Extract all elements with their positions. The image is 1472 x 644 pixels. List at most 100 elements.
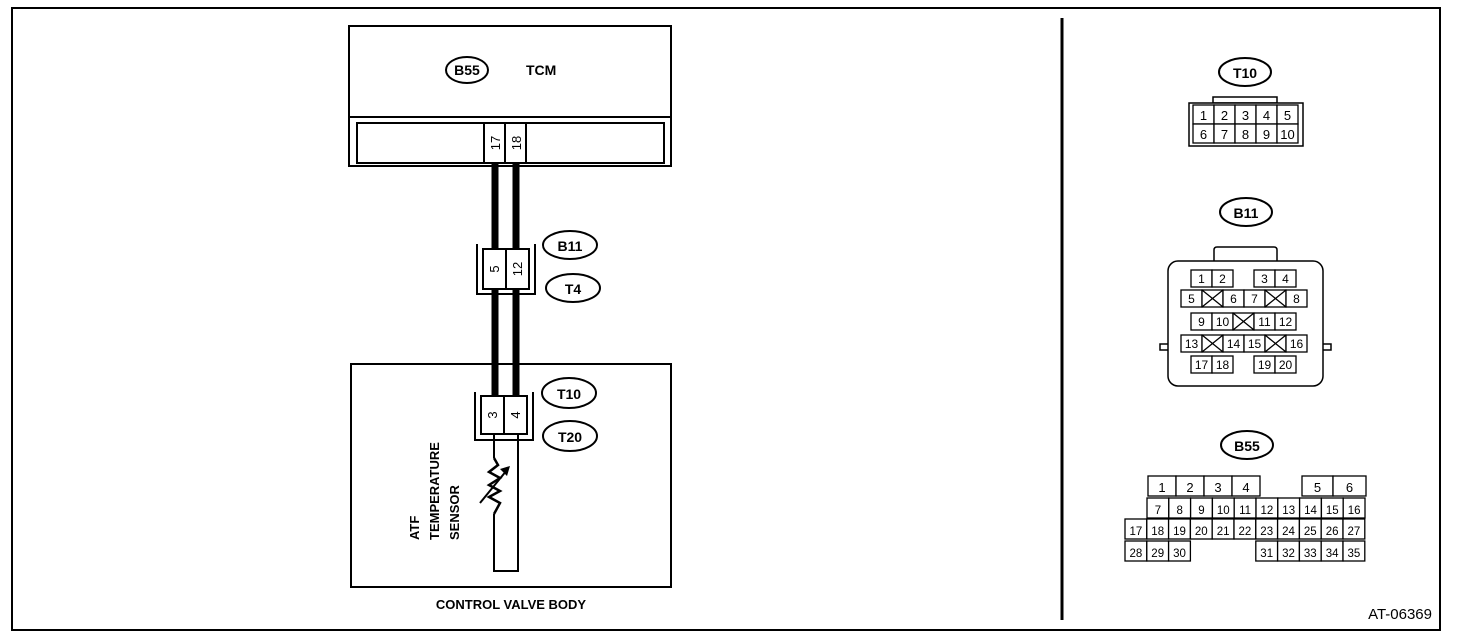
- b11-pin: 6: [1230, 292, 1237, 306]
- b11-pin: 16: [1290, 337, 1304, 351]
- b55-pin: 2: [1186, 480, 1193, 495]
- junction-pin-label: 5: [487, 265, 502, 272]
- thermistor-symbol: [486, 457, 503, 515]
- b55-pin: 6: [1346, 480, 1353, 495]
- b55-pin: 10: [1217, 505, 1230, 517]
- tcm-block: B55 TCM 17 18: [348, 25, 672, 167]
- b11-pin: 20: [1279, 358, 1293, 372]
- junction-connector: 5 12 B11 T4: [476, 230, 601, 303]
- b11-pin: 13: [1185, 337, 1199, 351]
- sensor-label-line: ATF: [407, 516, 422, 540]
- b55-pin: 35: [1348, 548, 1361, 560]
- b11-pin: 19: [1258, 358, 1272, 372]
- b11-view-label: B11: [1234, 205, 1259, 221]
- b55-pin: 34: [1326, 548, 1339, 560]
- b11-pin: 1: [1198, 272, 1205, 286]
- sensor-connector-badge: [542, 420, 598, 452]
- tcm-pin-label: 18: [509, 136, 524, 150]
- b55-pin: 33: [1304, 548, 1317, 560]
- sensor-label-line: TEMPERATURE: [427, 442, 442, 540]
- tcm-pin-label: 17: [488, 136, 503, 150]
- tcm-connector-badge: [445, 56, 489, 84]
- b11-view-badge: [1219, 197, 1273, 227]
- b55-pin: 29: [1151, 548, 1164, 560]
- b55-view-label: B55: [1234, 438, 1260, 454]
- b55-pin: 31: [1260, 548, 1273, 560]
- junction-connector-badge: [542, 230, 598, 260]
- junction-connector-id: T4: [565, 281, 582, 297]
- b55-pin: 7: [1155, 505, 1161, 517]
- harness-wires: [491, 163, 520, 396]
- t10-pin: 3: [1242, 108, 1249, 123]
- control-valve-body-label: CONTROL VALVE BODY: [436, 597, 587, 612]
- b55-view-badge: [1220, 430, 1274, 460]
- sensor-label-line: SENSOR: [447, 484, 462, 540]
- t10-pin: 10: [1280, 127, 1294, 142]
- b55-pin: 13: [1282, 505, 1295, 517]
- b55-pin: 14: [1304, 505, 1317, 517]
- b55-pin: 25: [1304, 526, 1317, 538]
- b55-pin: 12: [1261, 505, 1274, 517]
- t10-pin: 5: [1284, 108, 1291, 123]
- b55-pin: 8: [1176, 505, 1182, 517]
- sensor-connector-badge: [541, 377, 597, 409]
- diagram-frame: [11, 7, 1441, 631]
- b55-pin: 19: [1173, 526, 1186, 538]
- b55-pin: 3: [1214, 480, 1221, 495]
- b11-pin: 2: [1219, 272, 1226, 286]
- sensor-connector-id: T20: [558, 429, 582, 445]
- control-valve-body: 3 4 T10 T20 ATF TEMPERATURE SENSOR: [350, 363, 672, 588]
- b55-pin: 9: [1198, 505, 1204, 517]
- b11-pin: 15: [1248, 337, 1262, 351]
- t10-pin: 1: [1200, 108, 1207, 123]
- b55-pin: 22: [1239, 526, 1252, 538]
- b11-pin: 3: [1261, 272, 1268, 286]
- b11-pin: 8: [1293, 292, 1300, 306]
- t10-pin: 6: [1200, 127, 1207, 142]
- tcm-label: TCM: [526, 62, 556, 78]
- b55-pin: 5: [1314, 480, 1321, 495]
- b11-pin: 5: [1188, 292, 1195, 306]
- b55-pin: 27: [1348, 526, 1361, 538]
- b55-pin: 11: [1239, 505, 1251, 517]
- b11-pin: 7: [1251, 292, 1258, 306]
- b11-pin: 4: [1282, 272, 1289, 286]
- b55-pin: 26: [1326, 526, 1339, 538]
- t10-pin: 8: [1242, 127, 1249, 142]
- b11-pin: 17: [1195, 358, 1209, 372]
- thermistor-arrow: [479, 469, 508, 504]
- b55-pin: 15: [1326, 505, 1339, 517]
- b55-pin: 20: [1195, 526, 1208, 538]
- b55-pin: 17: [1130, 526, 1143, 538]
- b55-pin: 4: [1242, 480, 1249, 495]
- figure-id: AT-06369: [1368, 606, 1432, 623]
- b55-pin: 24: [1282, 526, 1295, 538]
- t10-pin: 7: [1221, 127, 1228, 142]
- sensor-pin-label: 3: [485, 411, 500, 418]
- b11-pin: 10: [1216, 315, 1230, 329]
- b11-pin: 14: [1227, 337, 1241, 351]
- t10-pin: 9: [1263, 127, 1270, 142]
- junction-connector-id: B11: [558, 238, 583, 254]
- sensor-connector-id: T10: [557, 386, 581, 402]
- t10-pin: 4: [1263, 108, 1270, 123]
- b55-pin: 32: [1282, 548, 1295, 560]
- b55-pin: 30: [1173, 548, 1186, 560]
- b11-pin: 12: [1279, 315, 1293, 329]
- b11-pin: 11: [1258, 315, 1271, 329]
- b11-pin: 9: [1198, 315, 1205, 329]
- sensor-pin-label: 4: [508, 411, 523, 418]
- b55-pin: 18: [1151, 526, 1164, 538]
- junction-pin-label: 12: [510, 262, 525, 276]
- b55-pin: 16: [1348, 505, 1361, 517]
- t10-view-label: T10: [1233, 65, 1257, 81]
- b55-pin: 28: [1130, 548, 1143, 560]
- t10-pin: 2: [1221, 108, 1228, 123]
- b55-pin: 23: [1260, 526, 1273, 538]
- b55-pin: 21: [1217, 526, 1230, 538]
- junction-connector-badge: [545, 273, 601, 303]
